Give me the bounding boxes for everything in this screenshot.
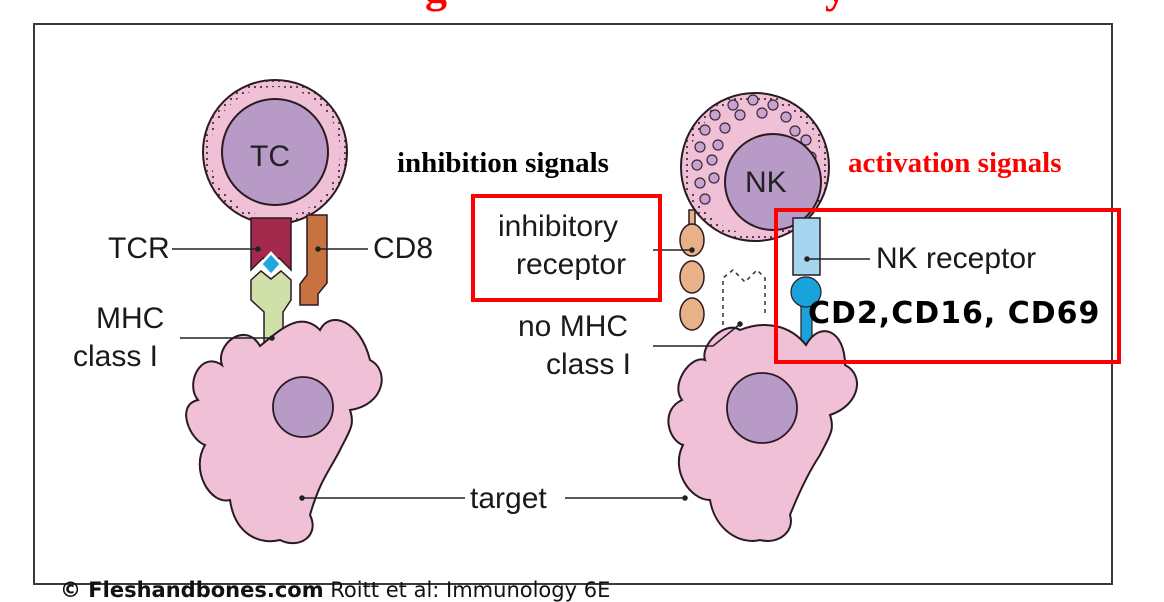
nk-receptor-label: NK receptor xyxy=(876,242,1037,275)
nk-cell xyxy=(680,92,830,242)
inhibitory-receptor-highlight xyxy=(471,194,662,302)
copyright-site: © Fleshandbones.com xyxy=(60,578,324,602)
left-target-cell xyxy=(185,319,383,545)
right-target-cell xyxy=(667,324,858,542)
missing-mhc-outline xyxy=(722,268,766,325)
antigen-diamond xyxy=(259,251,283,277)
mhc-label: MHC xyxy=(96,302,165,335)
inhibitory-receptor-shape xyxy=(679,209,705,331)
mhc-class-label: class I xyxy=(73,340,159,373)
leader-lines xyxy=(172,246,870,501)
tc-label: TC xyxy=(250,140,290,173)
nk-nucleus xyxy=(724,133,822,231)
nk-receptor-highlight xyxy=(774,208,1121,364)
copyright-line: © Fleshandbones.com Roitt et al: Immunol… xyxy=(60,578,610,602)
copyright-source: Roitt et al: Immunology 6E xyxy=(323,578,611,602)
nk-receptor-shape xyxy=(792,217,821,276)
cd8-shape xyxy=(299,214,328,306)
target-label: target xyxy=(470,482,547,515)
no-mhc-label: no MHC xyxy=(518,310,629,343)
inhibitory-label: inhibitory xyxy=(498,210,619,243)
title-fragment-right: y xyxy=(825,0,847,10)
receptor-examples-label: CD2,CD16, CD69 xyxy=(808,296,1101,331)
nk-granules xyxy=(691,94,817,205)
nk-label: NK xyxy=(745,166,787,199)
tcr-label: TCR xyxy=(108,232,170,265)
title-fragment: g y xyxy=(0,0,1164,14)
title-fragment-left: g xyxy=(425,0,447,10)
inhibition-signals-label: inhibition signals xyxy=(397,147,609,179)
cd8-label: CD8 xyxy=(373,232,434,265)
tc-nucleus xyxy=(221,98,329,206)
no-mhc-class-label: class I xyxy=(546,348,632,381)
tc-cell xyxy=(202,79,348,225)
receptor-label: receptor xyxy=(516,248,627,281)
activation-signals-label: activation signals xyxy=(848,147,1062,179)
